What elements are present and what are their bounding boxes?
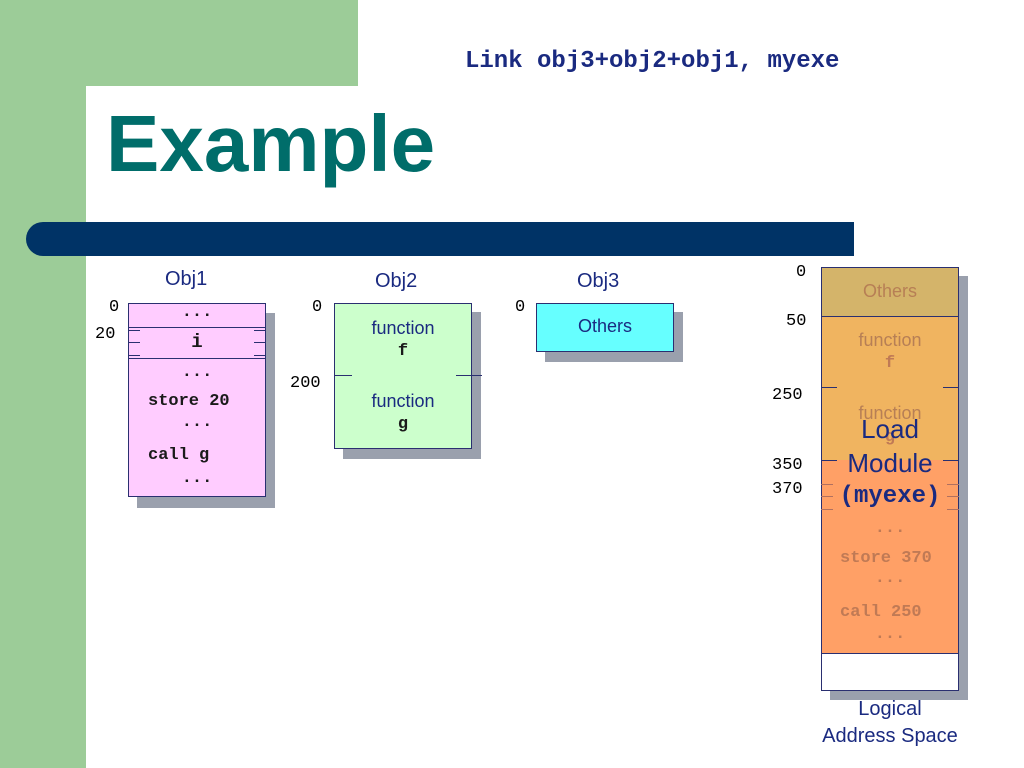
lm-function-f-line2: f (884, 354, 896, 373)
obj1-store: store 20 (148, 392, 230, 411)
obj3-box: Others (536, 303, 674, 352)
lm-others: Others (862, 281, 918, 301)
lm-overlay-module: Module (847, 448, 933, 478)
obj1-divider-1 (129, 327, 265, 328)
lm-addr-350: 350 (772, 456, 803, 475)
lm-addr-0: 0 (796, 263, 807, 282)
obj2-boundary-tick-left (334, 375, 352, 376)
obj2-addr-0: 0 (312, 298, 323, 317)
lm-caption-logical: Logical (858, 698, 922, 720)
obj3-addr-0: 0 (515, 298, 526, 317)
lm-overlay-myexe: (myexe) (839, 483, 941, 510)
lm-function-f-line1: function (858, 330, 922, 350)
lm-addr-370: 370 (772, 480, 803, 499)
obj2-box: function f function g (334, 303, 472, 449)
lm-dots-3: ... (874, 625, 906, 644)
obj1-var-i: i (191, 331, 203, 353)
obj1-addr-20: 20 (95, 325, 116, 344)
lm-function-g-line1: function (858, 403, 922, 423)
obj1-label: Obj1 (165, 268, 208, 290)
obj1-dots-3: ... (181, 469, 213, 488)
obj2-function-f-line2: f (397, 342, 409, 361)
lm-tick-350-right (943, 460, 959, 461)
obj1-dots-top: ... (181, 303, 213, 322)
lm-divider-end (822, 653, 958, 654)
background-green-left (0, 0, 86, 768)
lm-store: store 370 (840, 549, 932, 568)
obj2-addr-200: 200 (290, 374, 321, 393)
obj1-tick-right (254, 330, 266, 356)
lm-call: call 250 (840, 603, 922, 622)
lm-obj1-segment (822, 460, 958, 653)
obj3-label: Obj3 (577, 270, 620, 292)
lm-tick-370-left (821, 484, 833, 510)
lm-tick-350-left (821, 460, 837, 461)
lm-dots-2: ... (874, 569, 906, 588)
obj1-dots-1: ... (181, 363, 213, 382)
lm-divider-50 (822, 316, 958, 317)
lm-tick-250-left (821, 387, 837, 388)
obj2-label: Obj2 (375, 270, 418, 292)
background-green-top (0, 0, 358, 86)
slide-title: Example (106, 99, 436, 188)
obj1-divider-2 (129, 358, 265, 359)
lm-caption-address-space: Address Space (822, 725, 958, 747)
title-divider-bar (26, 222, 854, 256)
lm-tick-370-right (947, 484, 959, 510)
lm-tick-250-right (943, 387, 959, 388)
obj1-call: call g (148, 446, 210, 465)
obj2-function-g-line1: function (371, 391, 435, 411)
lm-box: Others function f function g ... store 3… (821, 267, 959, 691)
lm-addr-250: 250 (772, 386, 803, 405)
lm-others-segment (822, 268, 958, 316)
lm-addr-50: 50 (786, 312, 807, 331)
obj1-dots-2: ... (181, 413, 213, 432)
obj1-box: ... i ... store 20 ... call g ... (128, 303, 266, 497)
lm-functions-segment (822, 316, 958, 460)
obj2-boundary-tick-right (456, 375, 482, 376)
obj1-addr-0: 0 (109, 298, 120, 317)
link-command: Link obj3+obj2+obj1, myexe (465, 48, 840, 75)
obj1-tick-left (128, 330, 140, 356)
obj2-function-g-line2: g (397, 415, 409, 434)
obj2-function-f-line1: function (371, 318, 435, 338)
lm-function-g-line2: g (884, 428, 896, 447)
lm-overlay-load: Load (861, 414, 919, 444)
obj3-others: Others (577, 316, 633, 336)
lm-dots-1: ... (874, 519, 906, 538)
